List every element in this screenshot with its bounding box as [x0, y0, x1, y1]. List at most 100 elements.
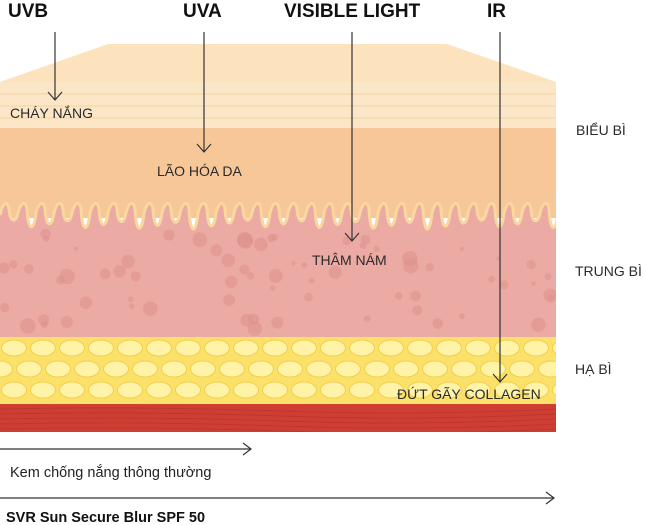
fat-cell: [175, 381, 201, 399]
arrow-visible-light: [344, 32, 360, 242]
fat-cell: [378, 339, 404, 357]
dermis-dot: [544, 273, 552, 280]
muscle-fiber: [0, 412, 556, 419]
fat-cell: [582, 340, 607, 356]
dermis-dot: [270, 285, 276, 291]
layer-label-hypodermis: HẠ BÌ: [575, 361, 612, 377]
regular-sunscreen-label: Kem chống nắng thông thường: [10, 464, 211, 481]
dermis-dot: [342, 236, 352, 246]
product-label: SVR Sun Secure Blur SPF 50: [6, 510, 205, 525]
dermis-dots: [0, 228, 556, 337]
dermis-dot: [56, 275, 66, 285]
fat-cell: [378, 381, 404, 399]
fat-cell: [480, 360, 506, 378]
fat-cell: [30, 339, 56, 357]
fat-cell: [523, 381, 549, 399]
fat-cell: [552, 383, 556, 397]
dermis-papillae-edge: [0, 202, 556, 231]
dermis-dot: [360, 234, 371, 245]
fat-cell: [407, 381, 433, 399]
fat-cell: [88, 339, 114, 357]
dermis-dot: [121, 254, 135, 269]
dermis-dot: [373, 245, 380, 253]
dermis-dot: [223, 294, 236, 306]
fat-cell: [0, 360, 13, 378]
muscle-fiber: [0, 422, 556, 429]
fat-cell: [320, 381, 346, 399]
dermis-dot: [459, 313, 465, 320]
dermis-dot: [247, 321, 263, 337]
fat-cell: [1, 381, 27, 399]
dermis-dot: [412, 305, 423, 316]
fat-cell: [45, 360, 71, 378]
fat-cell: [291, 339, 317, 357]
dermis-dot: [60, 315, 73, 328]
dermis-dot: [267, 234, 276, 243]
effect-label-collagen-break: ĐỨT GÃY COLLAGEN: [397, 386, 541, 402]
fat-cell: [262, 381, 288, 399]
dermis-dot: [128, 303, 135, 310]
dermis-dot: [127, 296, 134, 303]
dermis-dot: [99, 268, 111, 280]
fat-cell: [465, 339, 491, 357]
fat-cell: [407, 339, 433, 357]
dermis-dot: [531, 317, 546, 332]
fat-cell: [59, 339, 85, 357]
dermis-dot: [304, 292, 313, 302]
ray-label-visible-light: VISIBLE LIGHT: [284, 1, 421, 22]
fat-cell: [494, 381, 520, 399]
dermis-dot: [143, 301, 158, 316]
dermis-dot: [403, 258, 419, 274]
dermis-dot: [328, 265, 342, 279]
dermis-dot: [425, 263, 434, 272]
fat-cell: [523, 339, 549, 357]
fat-cell: [161, 360, 187, 378]
dermis-dot: [526, 259, 536, 270]
muscle-fibers: [0, 407, 556, 432]
fat-cell: [306, 360, 332, 378]
fat-cell: [335, 360, 361, 378]
fat-cell: [219, 360, 245, 378]
layer-label-epidermis: BIỂU BÌ: [576, 121, 626, 138]
dermis-dot: [499, 280, 509, 290]
fat-cell: [190, 360, 216, 378]
fat-cell: [1, 339, 27, 357]
dermis-dot: [221, 253, 236, 268]
dermis-dot: [301, 262, 308, 268]
arrow-ir: [492, 32, 508, 383]
ray-label-ir: IR: [487, 1, 506, 22]
dermis-dot: [240, 313, 254, 327]
effect-label-sunburn: CHÁY NẮNG: [10, 104, 93, 121]
fat-cell: [204, 339, 230, 357]
fat-cell: [146, 381, 172, 399]
fat-cell: [422, 360, 448, 378]
fat-cell: [552, 341, 556, 355]
fat-cell: [74, 360, 100, 378]
dermis-dot: [43, 235, 50, 242]
regular-sunscreen-arrow: [0, 442, 252, 456]
dermis-dot: [253, 237, 268, 252]
dermis-dot: [268, 268, 283, 283]
dermis-dot: [130, 271, 141, 282]
dermis-dot: [192, 232, 208, 247]
fat-cell: [436, 339, 462, 357]
dermis-dot: [224, 275, 238, 288]
fat-cell: [509, 360, 535, 378]
dermis-dot: [547, 295, 554, 301]
dermis-dot: [113, 265, 126, 278]
fat-cell: [146, 339, 172, 357]
dermis-dot: [459, 246, 464, 252]
dermis-dot: [488, 275, 495, 283]
dermis-dot: [410, 290, 421, 302]
dermis-dot: [210, 244, 223, 257]
muscle-fiber: [0, 417, 556, 424]
fat-cell: [364, 360, 390, 378]
fat-cell: [494, 339, 520, 357]
skin-surface: [0, 44, 556, 82]
fat-cell: [277, 360, 303, 378]
fat-cell: [349, 339, 375, 357]
fat-cell: [393, 360, 419, 378]
fat-cell: [233, 381, 259, 399]
fat-cell: [538, 360, 556, 378]
